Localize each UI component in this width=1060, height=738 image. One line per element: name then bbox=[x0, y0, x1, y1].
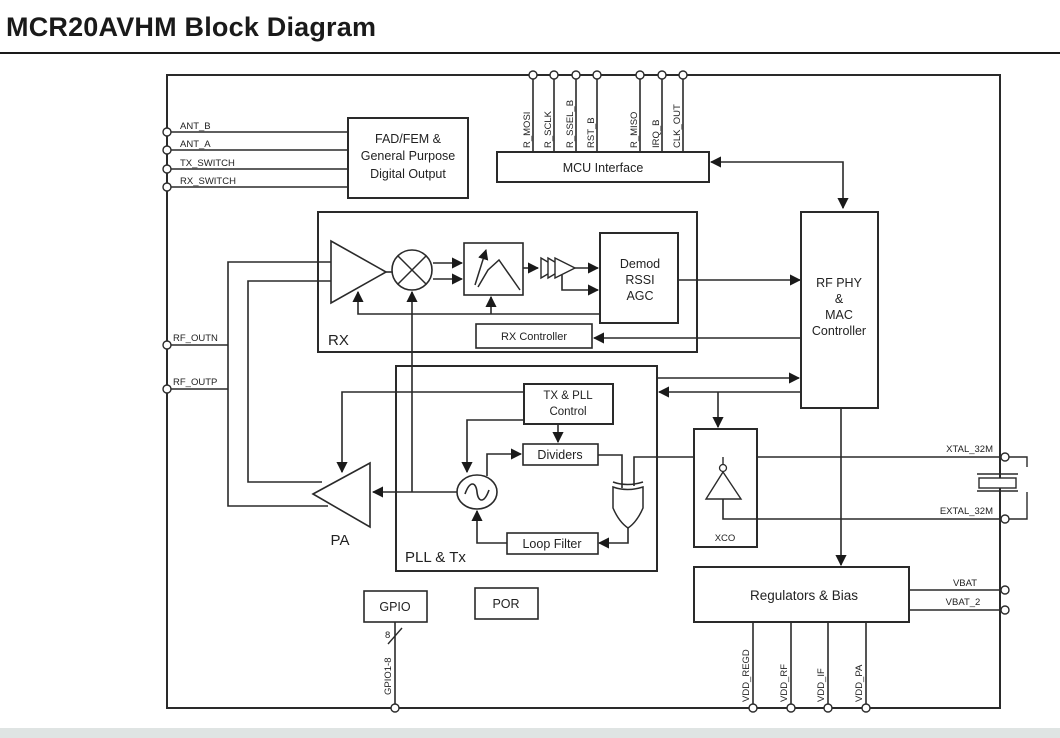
pin-label: EXTAL_32M bbox=[940, 506, 993, 517]
if-amplifier-chain-icon bbox=[540, 256, 577, 280]
xco-label: XCO bbox=[715, 533, 736, 544]
left-pins-rf: RF_OUTN RF_OUTP bbox=[162, 333, 228, 394]
tx-pll-control-label-2: Control bbox=[549, 406, 586, 418]
pin-rst-b bbox=[592, 70, 602, 80]
pin-tx-switch bbox=[162, 164, 172, 174]
lna-icon bbox=[330, 239, 388, 305]
pin-label: XTAL_32M bbox=[946, 444, 993, 455]
pin-label: ANT_B bbox=[180, 121, 211, 132]
left-pins-fem: ANT_B ANT_A TX_SWITCH RX_SWITCH bbox=[162, 121, 348, 192]
mcu-interface-label: MCU Interface bbox=[563, 161, 644, 175]
regulators-bias-block bbox=[693, 566, 910, 623]
pin-clk-out bbox=[678, 70, 688, 80]
gpio-bus-width: 8 bbox=[385, 630, 390, 641]
pin-label: VDD_RF bbox=[779, 664, 790, 702]
demod-rssi-agc-block bbox=[599, 232, 679, 324]
pin-label: TX_SWITCH bbox=[180, 158, 235, 169]
rf-phy-label-3: MAC bbox=[825, 308, 853, 322]
loop-filter-label: Loop Filter bbox=[522, 537, 581, 551]
filter-icon bbox=[474, 248, 521, 291]
footer-band bbox=[0, 728, 1060, 738]
pin-r-miso bbox=[635, 70, 645, 80]
pin-label: VDD_REGD bbox=[741, 649, 752, 702]
title-rule bbox=[0, 52, 1060, 54]
rx-controller-block bbox=[475, 323, 593, 349]
tx-pll-control-label-1: TX & PLL bbox=[543, 390, 593, 402]
pin-rf-outn bbox=[162, 340, 172, 350]
pin-label: R_SSEL_B bbox=[565, 100, 576, 148]
pin-r-sclk bbox=[549, 70, 559, 80]
top-pins: R_MOSI R_SCLK R_SSEL_B RST_B R_MISO IRQ_… bbox=[522, 70, 688, 152]
rf-wire-outn bbox=[227, 261, 331, 507]
gpio-label: GPIO bbox=[379, 600, 411, 614]
gpio-block bbox=[363, 590, 428, 623]
rx-section-label: RX bbox=[328, 332, 349, 349]
agc-feedback bbox=[352, 290, 600, 315]
pin-label: IRQ_B bbox=[651, 119, 662, 148]
page-title: MCR20AVHM Block Diagram bbox=[6, 12, 377, 42]
pin-label: R_MOSI bbox=[522, 112, 533, 148]
bottom-vdd-pins: VDD_REGD VDD_RF VDD_IF VDD_PA bbox=[741, 622, 871, 713]
vco-icon bbox=[456, 474, 498, 510]
tx-pll-control-block bbox=[523, 383, 614, 425]
rf-phy-mac-block bbox=[800, 211, 879, 409]
rf-phy-label-1: RF PHY bbox=[816, 276, 863, 290]
pin-rf-outp bbox=[162, 384, 172, 394]
pin-label: ANT_A bbox=[180, 139, 211, 150]
pin-label: VDD_PA bbox=[854, 664, 865, 702]
demod-label-3: AGC bbox=[626, 289, 653, 303]
rf-phy-label-4: Controller bbox=[812, 324, 866, 338]
pin-rx-switch bbox=[162, 182, 172, 192]
pin-extal-32m bbox=[1000, 514, 1010, 524]
por-block bbox=[474, 587, 539, 620]
pin-label: VDD_IF bbox=[816, 668, 827, 702]
bandpass-filter-block bbox=[463, 242, 524, 296]
pin-irq-b bbox=[657, 70, 667, 80]
pin-r-mosi bbox=[528, 70, 538, 80]
pin-vdd-if bbox=[823, 703, 833, 713]
pin-label: GPIO1-8 bbox=[383, 658, 394, 696]
pin-vbat bbox=[1000, 585, 1010, 595]
fad-fem-label-2: General Purpose bbox=[361, 149, 456, 163]
rf-wire-outp bbox=[247, 280, 331, 483]
pin-xtal-32m bbox=[1000, 452, 1010, 462]
pin-vdd-regd bbox=[748, 703, 758, 713]
regulators-label: Regulators & Bias bbox=[750, 588, 858, 603]
pin-vbat-2 bbox=[1000, 605, 1010, 615]
rx-controller-label: RX Controller bbox=[501, 331, 567, 343]
dividers-label: Dividers bbox=[537, 448, 582, 462]
pin-label: R_MISO bbox=[629, 112, 640, 148]
demod-label-2: RSSI bbox=[625, 273, 654, 287]
fad-fem-block bbox=[347, 117, 469, 199]
mcu-rfphy-link bbox=[709, 156, 849, 210]
por-label: POR bbox=[492, 597, 519, 611]
pin-ant-b bbox=[162, 127, 172, 137]
rf-phy-label-2: & bbox=[835, 292, 844, 306]
demod-label-1: Demod bbox=[620, 257, 660, 271]
pin-label: RST_B bbox=[586, 117, 597, 148]
pll-tx-section-label: PLL & Tx bbox=[405, 549, 466, 566]
mixer-icon bbox=[391, 249, 433, 291]
pin-r-ssel-b bbox=[571, 70, 581, 80]
pin-label: R_SCLK bbox=[543, 110, 554, 148]
pin-label: RF_OUTP bbox=[173, 377, 217, 388]
pin-label: RX_SWITCH bbox=[180, 176, 236, 187]
phase-detector-icon bbox=[612, 481, 644, 529]
pin-label: VBAT_2 bbox=[946, 597, 981, 608]
pin-vdd-rf bbox=[786, 703, 796, 713]
pin-label: CLK_OUT bbox=[672, 104, 683, 148]
pin-gpio1-8 bbox=[390, 703, 400, 713]
pa-icon bbox=[311, 461, 371, 529]
fad-fem-label-1: FAD/FEM & bbox=[375, 132, 442, 146]
pin-vdd-pa bbox=[861, 703, 871, 713]
pa-label: PA bbox=[331, 532, 350, 549]
mcu-interface-block bbox=[496, 151, 710, 183]
pin-label: VBAT bbox=[953, 578, 977, 589]
pin-ant-a bbox=[162, 145, 172, 155]
fad-fem-label-3: Digital Output bbox=[370, 167, 446, 181]
pin-label: RF_OUTN bbox=[173, 333, 218, 344]
